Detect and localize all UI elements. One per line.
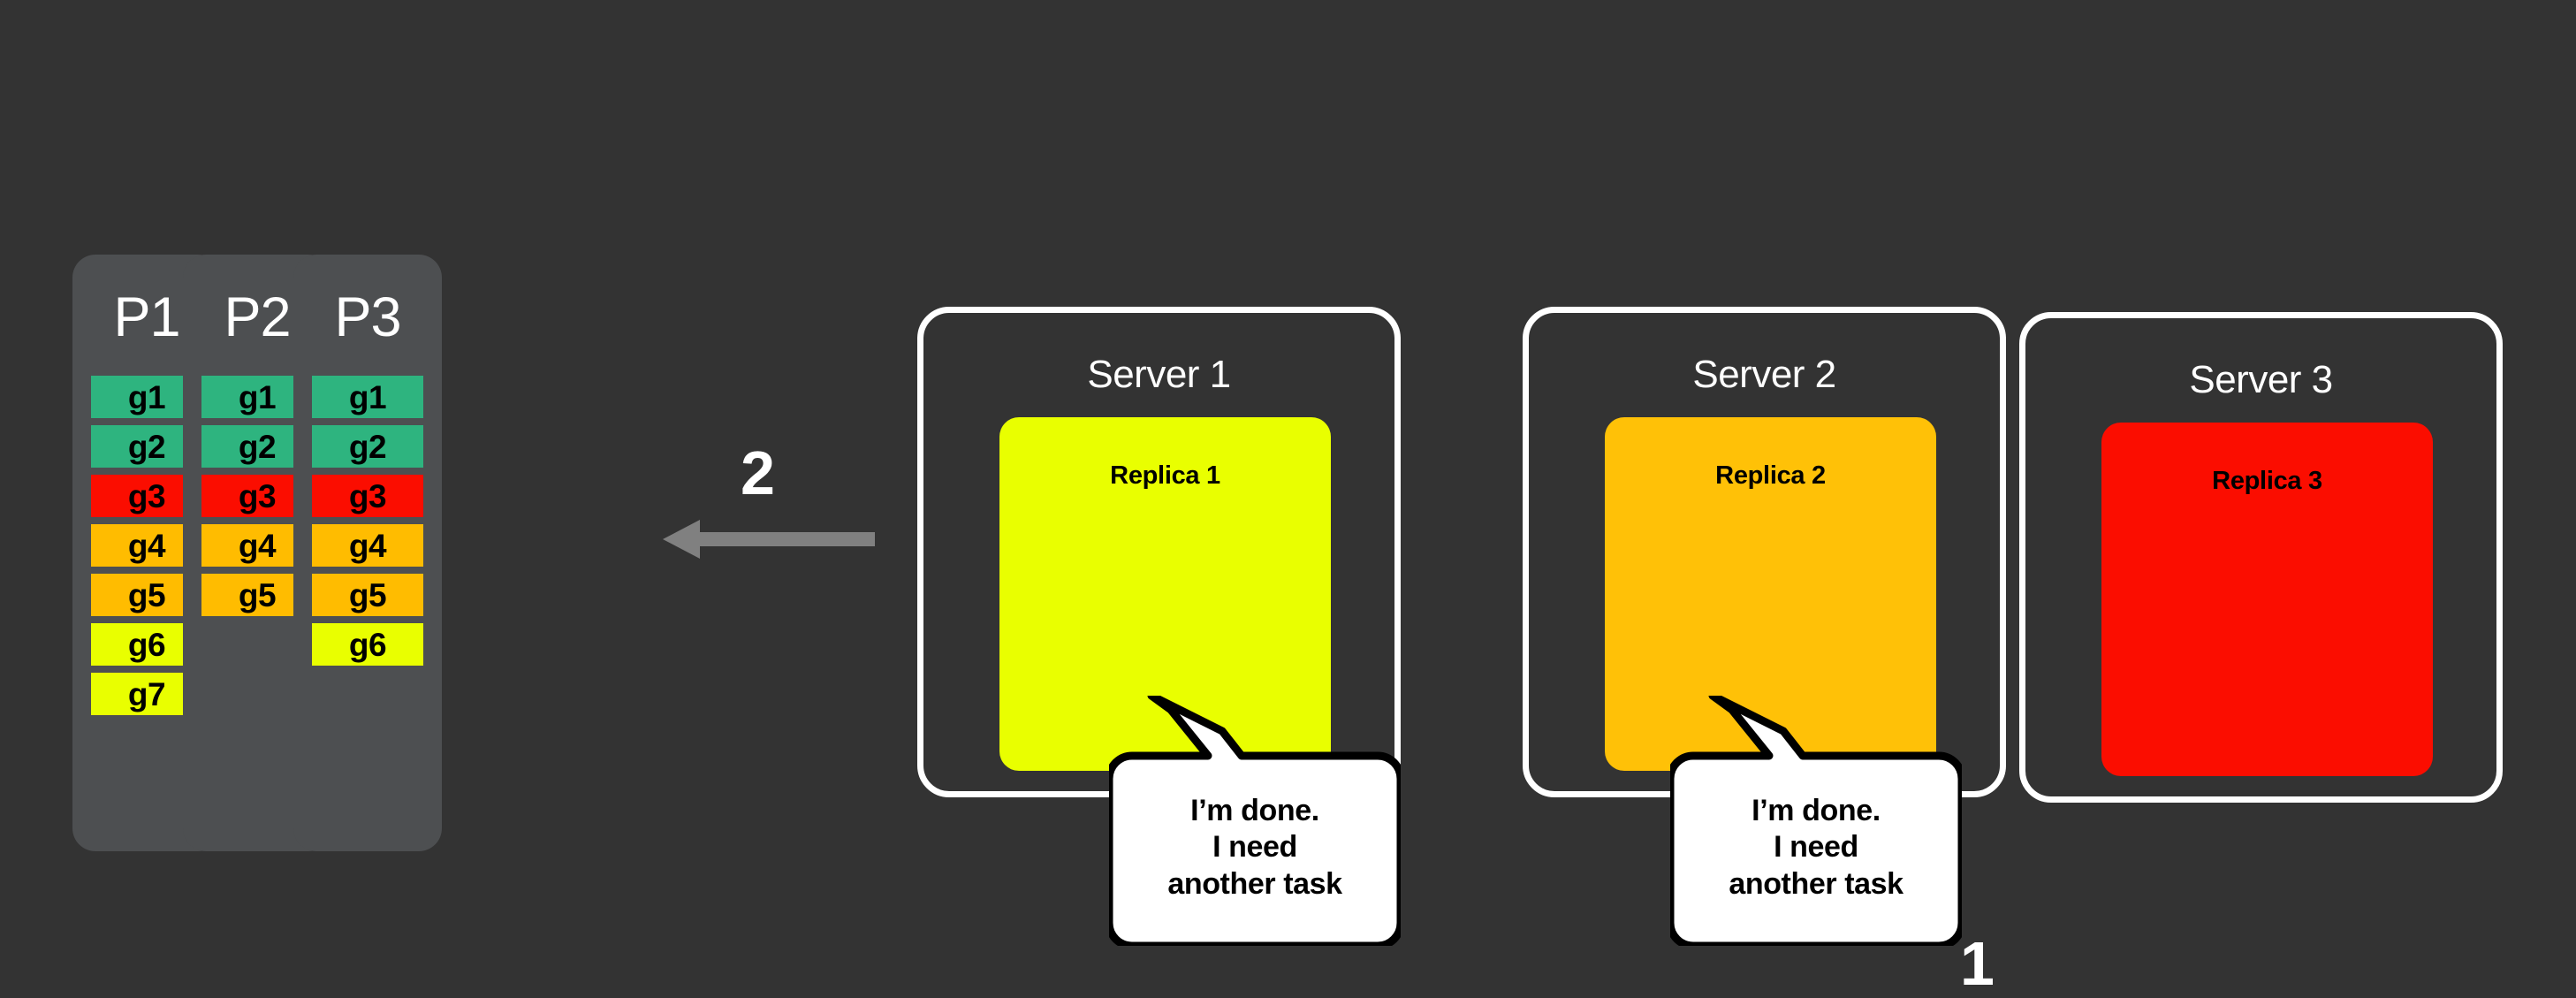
task-group-block: g1	[312, 376, 423, 418]
speech-bubble-text: I’m done. I need another task	[1729, 794, 1904, 901]
server-label: Server 1	[1087, 353, 1231, 396]
task-group-block: g5	[312, 574, 423, 616]
replica-box-1: Replica 1	[999, 417, 1331, 771]
server-label: Server 2	[1692, 353, 1836, 396]
partition-label: P1	[113, 286, 180, 348]
speech-bubble-text: I’m done. I need another task	[1167, 794, 1342, 901]
task-group-block: g3	[312, 475, 423, 517]
task-group-block: g6	[312, 623, 423, 666]
task-group-block: g2	[312, 425, 423, 468]
replica-box-3: Replica 3	[2101, 423, 2433, 776]
step-number-one: 1	[1960, 929, 1995, 998]
speech-bubble-server-1: I’m done. I need another task	[1109, 696, 1401, 946]
partition-label: P2	[224, 286, 291, 348]
server-label: Server 3	[2189, 358, 2333, 401]
partition-label: P3	[334, 286, 401, 348]
replica-label: Replica 1	[1110, 461, 1220, 490]
server-box-3: Server 3 Replica 3	[2019, 312, 2503, 803]
server-box-1: Server 1 Replica 1	[917, 307, 1401, 797]
replica-box-2: Replica 2	[1605, 417, 1936, 771]
arrow-left-icon	[663, 513, 875, 566]
server-box-2: Server 2 Replica 2	[1523, 307, 2006, 797]
replica-label: Replica 3	[2212, 467, 2322, 495]
step-number-two: 2	[741, 438, 775, 507]
task-group-block: g2	[201, 425, 313, 468]
speech-bubble-server-2: I’m done. I need another task	[1670, 696, 1962, 946]
replica-label: Replica 2	[1715, 461, 1826, 490]
task-group-block: g4	[312, 524, 423, 567]
